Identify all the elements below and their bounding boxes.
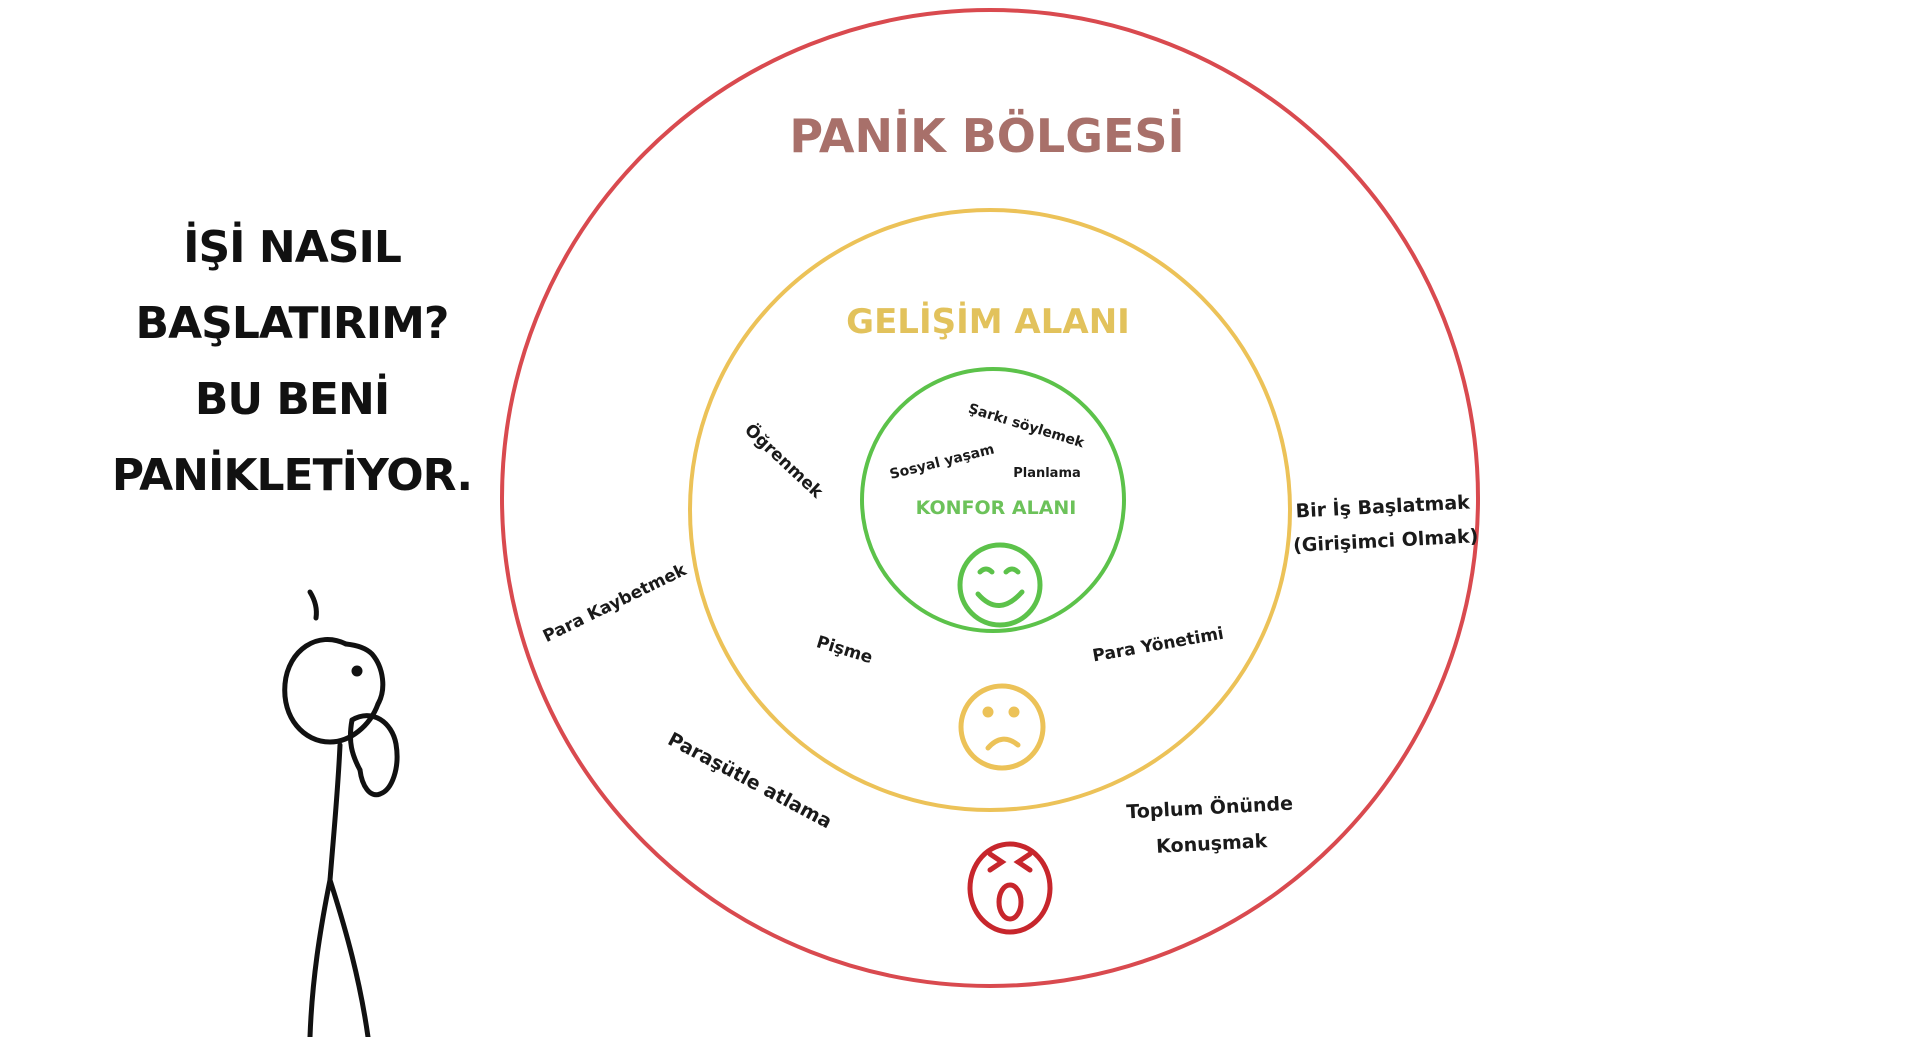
thinking-stick-figure	[282, 589, 400, 1037]
growth-item-pisme: Pişme	[814, 632, 875, 668]
comfort-zone-title: KONFOR ALANI	[916, 497, 1077, 519]
screaming-face-icon	[967, 841, 1053, 935]
figure-hand	[349, 713, 400, 798]
growth-zone-title: GELİŞİM ALANI	[846, 301, 1130, 342]
quote-line-3: BU BENİ	[195, 372, 389, 425]
figure-body	[327, 742, 343, 883]
panic-item-toplum-line1: Toplum Önünde	[1126, 791, 1294, 824]
happy-face-icon	[957, 542, 1043, 628]
panic-item-is-baslatmak-line2: (Girişimci Olmak)	[1293, 525, 1479, 557]
panic-item-para-kaybetmek: Para Kaybetmek	[540, 560, 690, 647]
quote-line-2: BAŞLATIRIM?	[136, 298, 449, 349]
comfort-item-planlama: Planlama	[1013, 466, 1081, 481]
figure-head	[282, 637, 381, 745]
panic-item-toplum-line2: Konuşmak	[1156, 830, 1268, 858]
panic-zone-circle	[500, 8, 1480, 988]
comfort-zone-circle	[860, 367, 1126, 633]
growth-zone-circle	[688, 208, 1292, 812]
panic-zone-title: PANİK BÖLGESİ	[789, 109, 1184, 163]
growth-item-ogrenmek: Öğrenmek	[740, 419, 828, 503]
worried-face-icon	[958, 683, 1046, 771]
growth-item-para-yonetimi: Para Yönetimi	[1091, 624, 1225, 667]
figure-right-leg	[327, 877, 371, 1037]
quote-line-4: PANİKLETİYOR.	[112, 448, 472, 501]
panic-item-parasut: Paraşütle atlama	[664, 728, 835, 833]
figure-left-leg	[307, 877, 333, 1037]
comfort-item-sosyal: Sosyal yaşam	[888, 441, 996, 482]
panic-item-is-baslatmak-line1: Bir İş Başlatmak	[1295, 489, 1471, 522]
thought-mark	[307, 589, 319, 621]
figure-arm	[347, 717, 363, 773]
quote-line-1: İŞİ NASIL	[183, 220, 401, 273]
